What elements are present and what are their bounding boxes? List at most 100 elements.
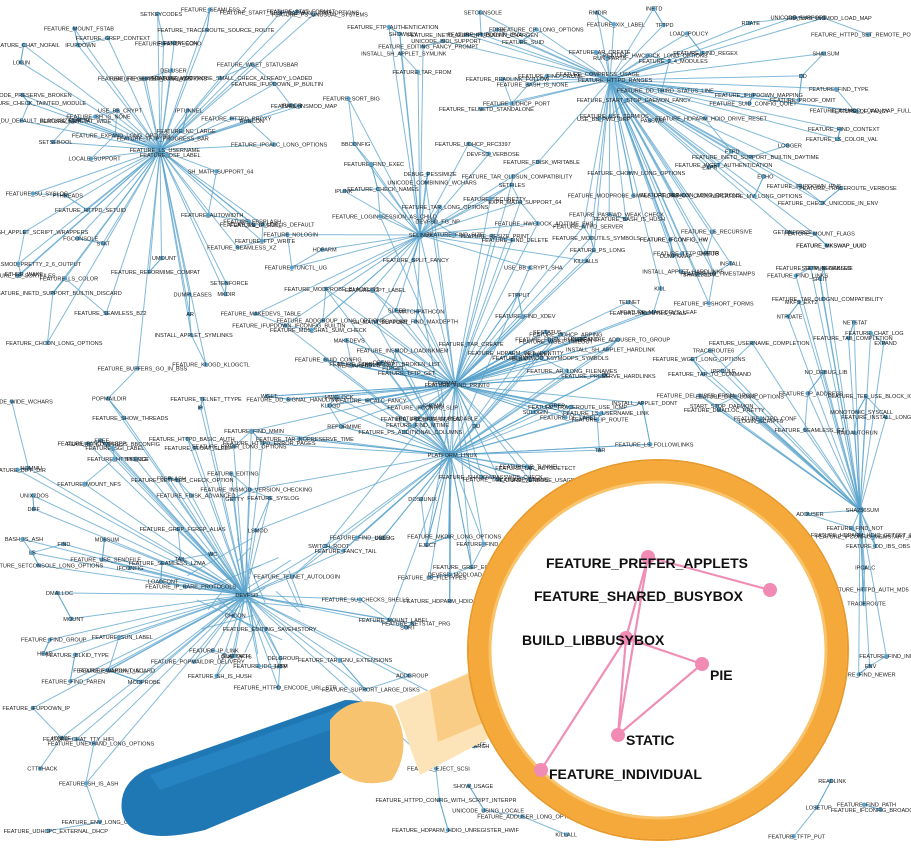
graph-node (536, 159, 541, 164)
graph-node (158, 579, 163, 584)
graph-edge (159, 149, 238, 248)
graph-edge (85, 743, 95, 784)
graph-edge (653, 8, 664, 26)
graph-node (413, 319, 418, 324)
graph-node-label: FEATURE_UDHCP_PORT (483, 102, 551, 108)
graph-node-label: FEATURE_FTP_WRITE (235, 239, 296, 245)
graph-node (834, 86, 839, 92)
graph-node-label: FEATURE_FDISK_BLKSIZE (515, 337, 587, 343)
graph-edge (450, 566, 472, 576)
graph-node (752, 194, 757, 199)
graph-edge (48, 821, 100, 832)
graph-edge (426, 536, 449, 546)
graph-node-label: FEATURE_MKDIR_LONG_OPTIONS (407, 535, 501, 541)
graph-edge (159, 43, 165, 151)
graph-edge (454, 294, 519, 386)
graph-node (477, 10, 482, 15)
graph-node (515, 292, 520, 298)
graph-node-label: FEATURE_FIND_LINKS (767, 274, 828, 280)
graph-node-label: BASH_IS_ASH (5, 537, 43, 543)
graph-edge (718, 409, 861, 511)
graph-edge (20, 149, 161, 275)
graph-node-label: FEATURE_FIND_CONTEXT (808, 127, 880, 133)
graph-node-label: FEATURE_AR_LONG_FILENAMES (527, 369, 618, 375)
graph-node-label: FEATURE_FTPGETPUT_LONG_OPTIONS (98, 77, 208, 83)
graph-node (481, 541, 486, 546)
graph-node-label: FEATURE_FIND_NOT (827, 526, 884, 532)
graph-node (209, 551, 214, 556)
graph-node-label: MD5SUM (95, 538, 120, 544)
graph-node (418, 405, 424, 410)
graph-node (127, 565, 132, 571)
graph-edge (159, 149, 226, 295)
graph-edge (258, 665, 280, 668)
graph-edge (311, 320, 324, 331)
graph-edge (348, 98, 421, 236)
graph-node-label: FTPGET (382, 366, 405, 372)
graph-edge (388, 26, 421, 236)
graph-node-label: FEATURE_HUMAN_READABLE (396, 417, 479, 423)
graph-edge (206, 9, 211, 30)
graph-node (50, 139, 56, 145)
graph-edge (449, 358, 521, 456)
graph-node (365, 398, 370, 403)
graph-node-label: FEATURE_PS_ADDITIONAL_COLUMNS (358, 430, 462, 436)
graph-node-label: SHA512SUM (683, 272, 717, 278)
graph-node-label: FEATURE_HDPARM_HDIO_SCAN_HWIF (403, 599, 509, 605)
graph-node (881, 340, 886, 346)
graph-edge (412, 234, 421, 261)
graph-node (884, 654, 889, 659)
graph-edge (449, 406, 572, 456)
graph-edge (609, 79, 842, 189)
graph-edge (255, 234, 421, 315)
graph-node (690, 357, 695, 362)
graph-node-label: FEATURE_MAKEDEVS_LEAF (620, 310, 698, 316)
graph-edge (370, 163, 379, 190)
graph-node (427, 575, 432, 580)
graph-edge (371, 234, 421, 291)
graph-edge (190, 334, 207, 365)
graph-edge (480, 33, 611, 81)
graph-node-label: FEATURE_SEAMLESS_BZ2 (74, 311, 146, 317)
graph-node (19, 118, 24, 123)
graph-edge (449, 384, 456, 456)
graph-node-label: KILL (654, 286, 666, 292)
graph-node (716, 162, 721, 168)
graph-node (820, 200, 825, 206)
graph-edge (123, 417, 246, 596)
graph-node-label: MODPROBE (128, 680, 161, 686)
graph-node (678, 269, 683, 274)
graph-edge (735, 396, 861, 511)
graph-node (594, 10, 599, 15)
graph-node-label: LOAD_POLICY (670, 31, 709, 37)
graph-node (249, 428, 254, 434)
graph-edge (94, 116, 161, 151)
graph-edge (31, 543, 64, 554)
graph-node (750, 92, 756, 98)
graph-node-label: FEATURE_HDPARM_HDIO_DRIVE_RESET (655, 116, 767, 122)
graph-node-label: NO_DEBUG_LIB (805, 370, 848, 376)
graph-node (820, 296, 826, 301)
graph-edge (419, 46, 424, 236)
graph-edge (596, 419, 600, 451)
graph-node (154, 136, 159, 141)
graph-node-label: FEATURE_SPLIT_FANCY (383, 258, 449, 264)
graph-node-label: IFCONFIG (117, 566, 144, 572)
graph-edge (107, 37, 161, 151)
graph-node-label: IPTUNNEL (175, 108, 203, 114)
graph-edge (230, 473, 251, 491)
graph-node (447, 598, 452, 604)
graph-edge (255, 313, 286, 326)
graph-node-label: FEATURE_FIND_NEWER (830, 672, 896, 678)
graph-node (72, 26, 77, 31)
graph-node-label: UNIX2DOS (20, 494, 49, 500)
graph-edge (129, 567, 246, 596)
graph-node-label: FEATURE_IFUPDOWN_MAPPING (715, 93, 803, 99)
graph-node (178, 556, 184, 562)
graph-node-label: FEATURE_NTPD_SERVER (553, 224, 623, 230)
graph-node (333, 395, 339, 400)
graph-edge (704, 118, 732, 152)
graph-node (61, 541, 66, 547)
graph-edge (449, 454, 500, 480)
graph-node-label: FEATURE_ADDUSER_TO_GROUP (580, 338, 671, 344)
